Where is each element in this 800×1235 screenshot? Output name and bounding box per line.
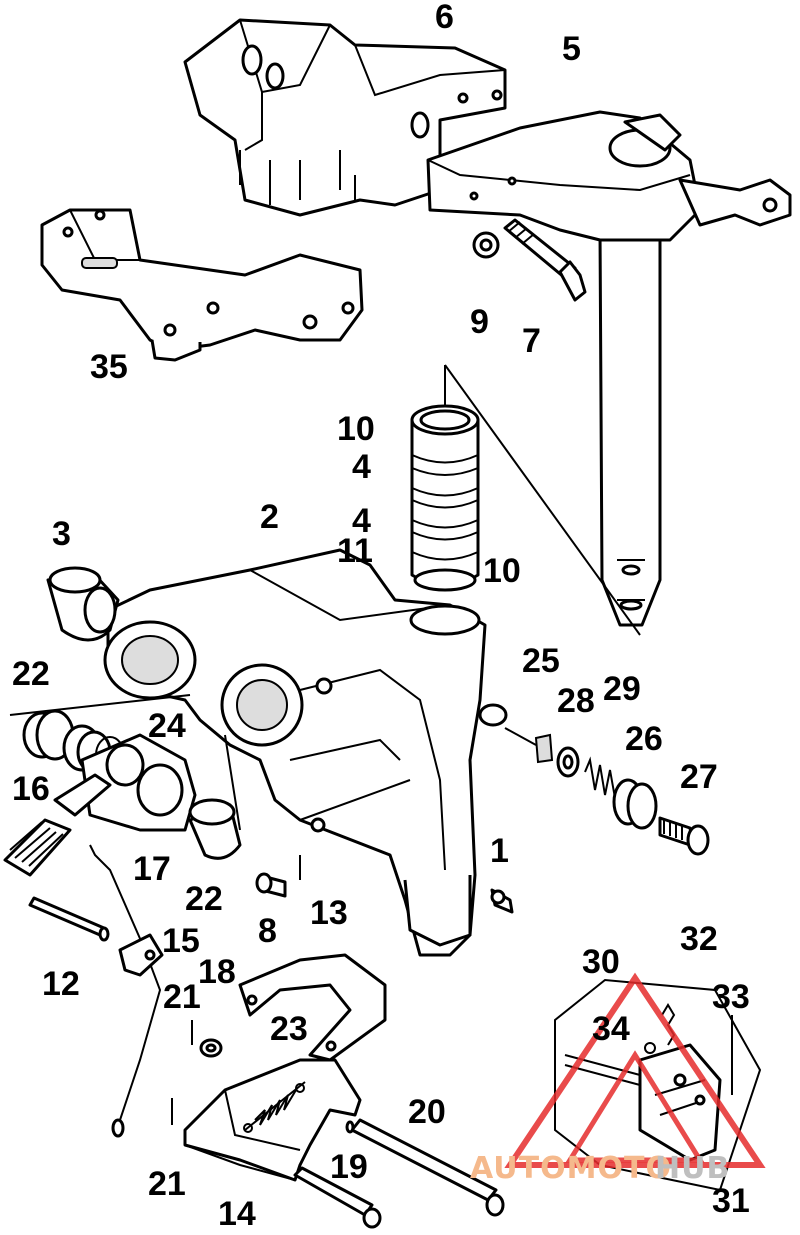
part-5-swivel-shaft bbox=[426, 110, 792, 627]
part-12-pin bbox=[28, 896, 110, 942]
label-part-20: 20 bbox=[408, 1093, 446, 1131]
label-part-3: 3 bbox=[52, 515, 71, 553]
part-25-key bbox=[534, 733, 554, 764]
watermark-text-secondary: HUB bbox=[655, 1151, 730, 1186]
part-14-frame bbox=[183, 1058, 362, 1182]
part-9-washer bbox=[472, 231, 500, 259]
label-part-34: 34 bbox=[592, 1010, 630, 1048]
label-part-29: 29 bbox=[603, 670, 641, 708]
label-part-32: 32 bbox=[680, 920, 718, 958]
part-16-plate bbox=[3, 773, 112, 877]
part-13-bracket bbox=[238, 953, 387, 1062]
part-18-washer bbox=[199, 1038, 223, 1058]
label-part-18: 18 bbox=[198, 953, 236, 991]
part-35-plate bbox=[40, 208, 364, 362]
part-27-screw bbox=[658, 816, 710, 856]
label-part-25: 25 bbox=[522, 642, 560, 680]
label-part-31: 31 bbox=[712, 1182, 750, 1220]
label-part-10-bottom: 10 bbox=[483, 552, 521, 590]
label-part-15: 15 bbox=[162, 922, 200, 960]
label-part-23: 23 bbox=[270, 1010, 308, 1048]
label-part-17: 17 bbox=[133, 850, 171, 888]
bushing-stack bbox=[410, 364, 641, 636]
part-labels: 6 5 9 7 35 10 4 4 11 10 3 2 22 24 25 28 … bbox=[12, 0, 750, 1233]
part-7-bolt bbox=[503, 218, 587, 302]
label-part-9: 9 bbox=[470, 303, 489, 341]
part-29-spring bbox=[584, 756, 616, 799]
watermark-text-primary: AUTOMOTO bbox=[470, 1151, 672, 1186]
label-part-6: 6 bbox=[435, 0, 454, 36]
watermark-logo: AUTOMOTO HUB bbox=[470, 972, 766, 1186]
label-part-35: 35 bbox=[90, 348, 128, 386]
label-part-5: 5 bbox=[562, 30, 581, 68]
label-part-12: 12 bbox=[42, 965, 80, 1003]
label-part-28: 28 bbox=[557, 682, 595, 720]
label-part-7: 7 bbox=[522, 322, 541, 360]
label-part-22-right: 22 bbox=[185, 880, 223, 918]
label-part-8: 8 bbox=[258, 912, 277, 950]
part-20-pin bbox=[345, 1118, 505, 1217]
label-part-1: 1 bbox=[490, 832, 509, 870]
label-part-30: 30 bbox=[582, 943, 620, 981]
part-8-screw bbox=[255, 872, 287, 898]
part-3-bushing bbox=[46, 566, 120, 642]
label-part-14: 14 bbox=[218, 1195, 256, 1233]
label-part-16: 16 bbox=[12, 770, 50, 808]
part-28-washer bbox=[556, 746, 580, 778]
label-part-26: 26 bbox=[625, 720, 663, 758]
part-15-clip-rod bbox=[89, 844, 164, 1138]
label-part-10-top: 10 bbox=[337, 410, 375, 448]
label-part-11: 11 bbox=[337, 532, 373, 570]
label-part-21-upper: 21 bbox=[163, 978, 201, 1016]
label-part-21-lower: 21 bbox=[148, 1165, 186, 1203]
part-22-bushing-right bbox=[188, 798, 242, 860]
part-1-screw bbox=[490, 888, 514, 914]
label-part-22-left: 22 bbox=[12, 655, 50, 693]
part-26-knob bbox=[612, 778, 658, 830]
part-17-holder bbox=[80, 733, 197, 832]
part-23-spring bbox=[243, 1081, 306, 1133]
label-part-24: 24 bbox=[148, 707, 186, 745]
part-19-pin bbox=[293, 1166, 382, 1229]
label-part-19: 19 bbox=[330, 1148, 368, 1186]
label-part-2: 2 bbox=[260, 498, 279, 536]
part-2-swivel-bracket bbox=[103, 548, 508, 957]
label-part-4-bottom: 4 bbox=[352, 502, 371, 540]
label-part-33: 33 bbox=[712, 978, 750, 1016]
label-part-27: 27 bbox=[680, 758, 718, 796]
label-part-4-top: 4 bbox=[352, 448, 371, 486]
label-part-13: 13 bbox=[310, 894, 348, 932]
